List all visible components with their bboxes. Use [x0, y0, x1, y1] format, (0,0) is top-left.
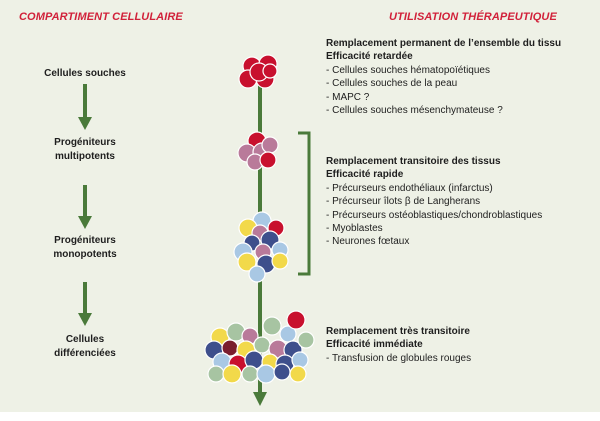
diagram-figure: COMPARTIMENT CELLULAIRE UTILISATION THÉR… — [0, 0, 600, 412]
cell-circle — [241, 365, 259, 383]
differentiated-cell-cluster — [204, 310, 315, 384]
stage-label-line: multipotents — [55, 151, 115, 162]
cell-circle — [297, 331, 315, 349]
stage-arrow-head — [78, 313, 92, 326]
cell-circle — [207, 365, 225, 383]
monopotent-cell-cluster — [233, 211, 289, 283]
cell-circle — [273, 363, 291, 381]
list-item: Précurseurs endothéliaux (infarctus) — [326, 182, 594, 195]
cell-circle — [222, 364, 242, 384]
stage-monopotent-progenitors: Progéniteurs monopotents — [25, 234, 145, 262]
list-item: Cellules souches de la peau — [326, 77, 594, 90]
stage-label-line: Progéniteurs — [54, 235, 116, 246]
progenitor-bracket — [298, 131, 311, 276]
multipotent-cell-cluster — [237, 131, 279, 171]
block-subtitle: Efficacité retardée — [326, 51, 413, 63]
cell-circle — [286, 310, 306, 330]
stage-arrow-head — [78, 216, 92, 229]
stage-label-line: Progéniteurs — [54, 137, 116, 148]
cell-circle — [253, 336, 271, 354]
block-title: Remplacement transitoire des tissus — [326, 156, 501, 167]
block-title: Remplacement permanent de l’ensemble du … — [326, 38, 562, 49]
diagram-graphics — [78, 54, 315, 406]
block-item-list: Transfusion de globules rouges — [326, 352, 594, 365]
cell-circle — [248, 265, 266, 283]
stage-label-line: monopotents — [53, 249, 117, 260]
cell-circle — [262, 63, 278, 79]
list-item: Cellules souches mésenchymateuse ? — [326, 104, 594, 117]
block-item-list: Précurseurs endothéliaux (infarctus) Pré… — [326, 182, 594, 249]
cell-circle — [237, 252, 257, 272]
block-item-list: Cellules souches hématopoïétiques Cellul… — [326, 64, 594, 118]
stem-cell-cluster — [238, 54, 278, 89]
list-item: Cellules souches hématopoïétiques — [326, 64, 594, 77]
cell-circle — [291, 351, 309, 369]
list-item: Neurones fœtaux — [326, 235, 594, 248]
cell-circle — [271, 252, 289, 270]
center-arrowhead — [253, 392, 267, 406]
stage-arrow-head — [78, 117, 92, 130]
list-item: MAPC ? — [326, 91, 594, 104]
left-column-header: COMPARTIMENT CELLULAIRE — [19, 11, 183, 23]
stage-multipotent-progenitors: Progéniteurs multipotents — [25, 136, 145, 164]
list-item: Précurseurs ostéoblastiques/chondroblast… — [326, 209, 594, 222]
block-title: Remplacement très transitoire — [326, 326, 470, 337]
therapy-block-permanent: Remplacement permanent de l’ensemble du … — [326, 37, 594, 117]
stage-differentiated-cells: Cellules différenciées — [25, 333, 145, 361]
cell-circle — [259, 151, 277, 169]
list-item: Transfusion de globules rouges — [326, 352, 594, 365]
block-subtitle: Efficacité rapide — [326, 169, 404, 181]
stage-label-line: Cellules — [65, 334, 105, 345]
stage-label-line: Cellules souches — [44, 68, 126, 79]
cell-circle — [262, 316, 282, 336]
list-item: Précurseur îlots β de Langherans — [326, 195, 594, 208]
list-item: Myoblastes — [326, 222, 594, 235]
cell-circle — [261, 136, 279, 154]
therapy-block-very-transient: Remplacement très transitoire Efficacité… — [326, 325, 594, 365]
stage-label-line: différenciées — [54, 348, 116, 359]
left-arrows — [78, 84, 92, 326]
cell-circle — [289, 365, 307, 383]
stage-stem-cells: Cellules souches — [25, 67, 145, 81]
cell-circle — [256, 364, 276, 384]
right-column-header: UTILISATION THÉRAPEUTIQUE — [389, 11, 557, 23]
therapy-block-transient: Remplacement transitoire des tissus Effi… — [326, 155, 594, 249]
block-subtitle: Efficacité immédiate — [326, 339, 423, 351]
